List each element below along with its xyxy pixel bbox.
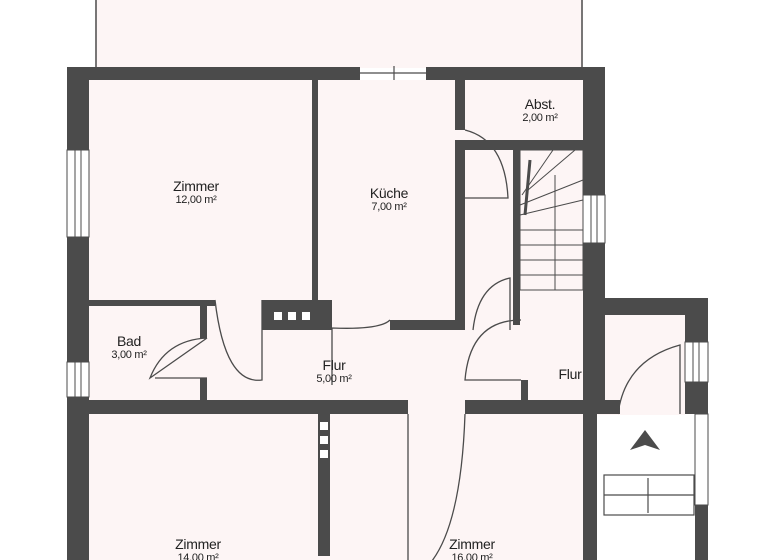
room-bad: Bad 3,00 m² — [111, 333, 147, 361]
staircase-icon — [519, 149, 584, 291]
room-zimmer-2: Zimmer 14,00 m² — [175, 536, 221, 560]
room-area: 2,00 m² — [522, 112, 558, 124]
room-flur-1: Flur 5,00 m² — [316, 357, 352, 385]
door-swings — [148, 129, 681, 560]
upper-floor — [89, 80, 583, 414]
room-name: Küche — [369, 185, 409, 201]
chimney-vents — [274, 312, 328, 458]
room-name: Zimmer — [449, 536, 495, 552]
room-kueche: Küche 7,00 m² — [369, 185, 409, 213]
room-area: 12,00 m² — [175, 194, 217, 206]
balcony-floor — [95, 0, 583, 68]
floor-areas — [89, 0, 685, 560]
windows — [66, 149, 709, 506]
lower-floor — [89, 414, 583, 560]
room-area: 7,00 m² — [371, 201, 407, 213]
room-abstellraum: Abst. 2,00 m² — [522, 96, 558, 124]
balcony-railing — [95, 0, 583, 68]
room-name: Flur — [322, 357, 346, 373]
room-flur-2: Flur — [559, 366, 582, 382]
room-name: Bad — [116, 333, 142, 349]
room-name: Flur — [558, 366, 582, 382]
room-zimmer-1: Zimmer 12,00 m² — [173, 178, 219, 206]
entrance-steps — [603, 474, 695, 516]
room-name: Zimmer — [173, 178, 219, 194]
room-area: 16,00 m² — [451, 552, 493, 560]
room-name: Zimmer — [175, 536, 221, 552]
room-area: 5,00 m² — [316, 373, 352, 385]
room-zimmer-3: Zimmer 16,00 m² — [449, 536, 495, 560]
room-area: 3,00 m² — [111, 349, 147, 361]
entrance-arrow-icon — [630, 430, 660, 450]
room-area: 14,00 m² — [177, 552, 219, 560]
balcony-door — [360, 66, 426, 80]
room-name: Abst. — [524, 96, 556, 112]
